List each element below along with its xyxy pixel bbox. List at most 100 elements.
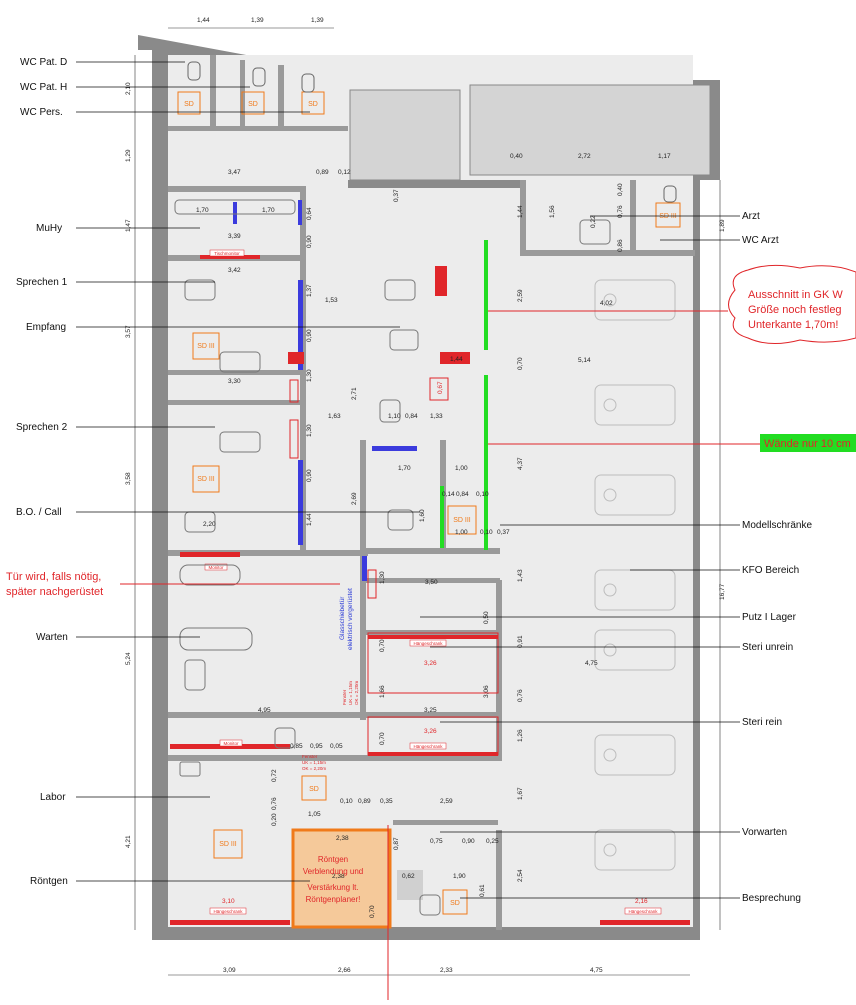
- svg-text:2,72: 2,72: [578, 153, 591, 160]
- room-label-vorwarten: Vorwarten: [742, 827, 787, 838]
- svg-text:1,26: 1,26: [517, 729, 524, 742]
- svg-text:0,25: 0,25: [486, 838, 499, 845]
- svg-text:0,84: 0,84: [456, 491, 469, 498]
- room-label-warten: Warten: [36, 632, 68, 643]
- svg-text:0,75: 0,75: [430, 838, 443, 845]
- building-shell: [138, 35, 720, 940]
- svg-text:Unterkante 1,70m!: Unterkante 1,70m!: [748, 319, 839, 331]
- svg-text:1,00: 1,00: [455, 465, 468, 472]
- room-label-sprechen1: Sprechen 1: [16, 277, 68, 288]
- svg-text:0,95: 0,95: [310, 743, 323, 750]
- svg-text:3,09: 3,09: [223, 967, 236, 974]
- room-label-arzt: Arzt: [742, 211, 760, 222]
- svg-text:0,35: 0,35: [380, 798, 393, 805]
- svg-text:0,50: 0,50: [483, 611, 490, 624]
- svg-text:2,69: 2,69: [351, 492, 358, 505]
- svg-text:1,30: 1,30: [306, 424, 313, 437]
- svg-text:1,90: 1,90: [453, 873, 466, 880]
- svg-text:Glasschiebetür: Glasschiebetür: [339, 596, 346, 640]
- svg-text:0,90: 0,90: [462, 838, 475, 845]
- svg-text:später nachgerüstet: später nachgerüstet: [6, 586, 103, 598]
- svg-text:SD III: SD III: [453, 517, 471, 524]
- svg-text:Ausschnitt in GK W: Ausschnitt in GK W: [748, 289, 843, 301]
- svg-text:1,10: 1,10: [388, 413, 401, 420]
- svg-text:1,44: 1,44: [517, 205, 524, 218]
- svg-text:2,59: 2,59: [517, 289, 524, 302]
- svg-text:0,84: 0,84: [405, 413, 418, 420]
- svg-text:Röntgenplaner!: Röntgenplaner!: [306, 895, 361, 904]
- svg-text:SD: SD: [308, 101, 318, 108]
- room-labels-left: WC Pat. D WC Pat. H WC Pers. MuHy Sprech…: [16, 57, 68, 887]
- svg-text:1,47: 1,47: [125, 219, 132, 232]
- svg-text:Fenster: Fenster: [342, 689, 347, 705]
- svg-text:0,10: 0,10: [480, 529, 493, 536]
- room-label-roentgen: Röntgen: [30, 876, 68, 887]
- svg-text:0,22: 0,22: [590, 215, 597, 228]
- svg-text:UK = 1,15m: UK = 1,15m: [348, 681, 353, 705]
- room-label-steri-rein: Steri rein: [742, 717, 782, 728]
- svg-text:1,70: 1,70: [196, 207, 209, 214]
- dims-bottom: 3,09 2,66 2,33 4,75: [223, 967, 603, 974]
- svg-text:3,50: 3,50: [425, 579, 438, 586]
- note-ausschnitt: Ausschnitt in GK W Größe noch festleg Un…: [729, 265, 856, 343]
- room-label-steri-unrein: Steri unrein: [742, 642, 793, 653]
- room-label-muhy: MuHy: [36, 223, 62, 234]
- svg-text:OK = 2,20m: OK = 2,20m: [354, 681, 359, 705]
- svg-text:1,30: 1,30: [306, 369, 313, 382]
- svg-text:Monitor: Monitor: [223, 741, 239, 746]
- svg-text:0,70: 0,70: [369, 905, 376, 918]
- svg-text:0,10: 0,10: [476, 491, 489, 498]
- svg-text:0,67: 0,67: [437, 381, 444, 394]
- svg-text:0,62: 0,62: [402, 873, 415, 880]
- svg-text:SD III: SD III: [197, 343, 215, 350]
- svg-text:0,70: 0,70: [379, 639, 386, 652]
- svg-text:0,89: 0,89: [316, 169, 329, 176]
- room-label-wc-arzt: WC Arzt: [742, 235, 779, 246]
- svg-text:Monitor: Monitor: [208, 565, 224, 570]
- svg-text:0,37: 0,37: [497, 529, 510, 536]
- svg-text:0,37: 0,37: [393, 189, 400, 202]
- svg-text:4,21: 4,21: [125, 835, 132, 848]
- svg-text:Tür wird, falls nötig,: Tür wird, falls nötig,: [6, 571, 101, 583]
- svg-text:3,26: 3,26: [424, 660, 437, 667]
- svg-text:3,47: 3,47: [228, 169, 241, 176]
- svg-text:0,86: 0,86: [617, 239, 624, 252]
- svg-text:3,10: 3,10: [222, 898, 235, 905]
- room-label-sprechen2: Sprechen 2: [16, 422, 68, 433]
- svg-text:1,44: 1,44: [197, 17, 210, 24]
- svg-text:4,02: 4,02: [600, 300, 613, 307]
- svg-text:OK = 2,20m: OK = 2,20m: [302, 766, 326, 771]
- svg-text:0,61: 0,61: [290, 356, 303, 363]
- svg-text:Wände nur 10 cm: Wände nur 10 cm: [764, 438, 851, 450]
- svg-text:1,70: 1,70: [262, 207, 275, 214]
- svg-text:4,75: 4,75: [590, 967, 603, 974]
- svg-text:0,61: 0,61: [479, 884, 486, 897]
- room-label-kfo: KFO Bereich: [742, 565, 799, 576]
- svg-text:Fenster: Fenster: [302, 754, 318, 759]
- svg-text:0,40: 0,40: [510, 153, 523, 160]
- svg-text:Hängeschrank: Hängeschrank: [413, 641, 443, 646]
- svg-text:2,59: 2,59: [440, 798, 453, 805]
- svg-text:5,14: 5,14: [578, 357, 591, 364]
- svg-text:0,14: 0,14: [442, 491, 455, 498]
- room-label-wc-pat-d: WC Pat. D: [20, 57, 67, 68]
- svg-text:0,90: 0,90: [306, 329, 313, 342]
- svg-text:Verblendung und: Verblendung und: [303, 867, 364, 876]
- svg-text:3,25: 3,25: [424, 707, 437, 714]
- svg-text:3,39: 3,39: [228, 233, 241, 240]
- svg-text:1,05: 1,05: [308, 811, 321, 818]
- svg-text:0,12: 0,12: [338, 169, 351, 176]
- svg-text:1,39: 1,39: [251, 17, 264, 24]
- svg-text:0,89: 0,89: [358, 798, 371, 805]
- svg-text:1,30: 1,30: [379, 571, 386, 584]
- svg-text:0,10: 0,10: [340, 798, 353, 805]
- svg-text:1,39: 1,39: [311, 17, 324, 24]
- note-waende: Wände nur 10 cm: [760, 434, 856, 452]
- svg-text:0,91: 0,91: [517, 635, 524, 648]
- svg-text:0,90: 0,90: [306, 235, 313, 248]
- room-label-wc-pers: WC Pers.: [20, 107, 63, 118]
- dims-left: 2,10 1,29 1,47 3,57 3,58 5,24 4,21: [125, 82, 132, 848]
- svg-text:UK = 1,15m: UK = 1,15m: [302, 760, 326, 765]
